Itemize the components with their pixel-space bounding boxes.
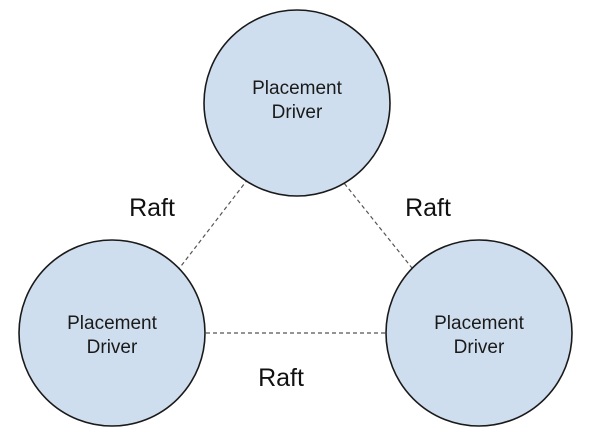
placement-driver-node-left: Placement Driver: [18, 239, 206, 427]
raft-label-top-left: Raft: [129, 194, 175, 222]
raft-label-top-right: Raft: [405, 194, 451, 222]
node-circle: [18, 239, 206, 427]
node-label-line2: Driver: [272, 102, 323, 123]
node-label-line1: Placement: [67, 313, 157, 334]
raft-label-left-right: Raft: [258, 364, 304, 392]
placement-driver-node-top: Placement Driver: [203, 9, 391, 197]
node-circle: [385, 239, 573, 427]
node-circle: [203, 9, 391, 197]
placement-driver-node-right: Placement Driver: [385, 239, 573, 427]
raft-link-top-left: [177, 178, 249, 271]
node-label-line2: Driver: [454, 337, 505, 358]
node-label-line1: Placement: [434, 313, 524, 334]
node-label-line2: Driver: [87, 337, 138, 358]
raft-link-top-right: [339, 177, 413, 269]
node-label-line1: Placement: [252, 78, 342, 99]
